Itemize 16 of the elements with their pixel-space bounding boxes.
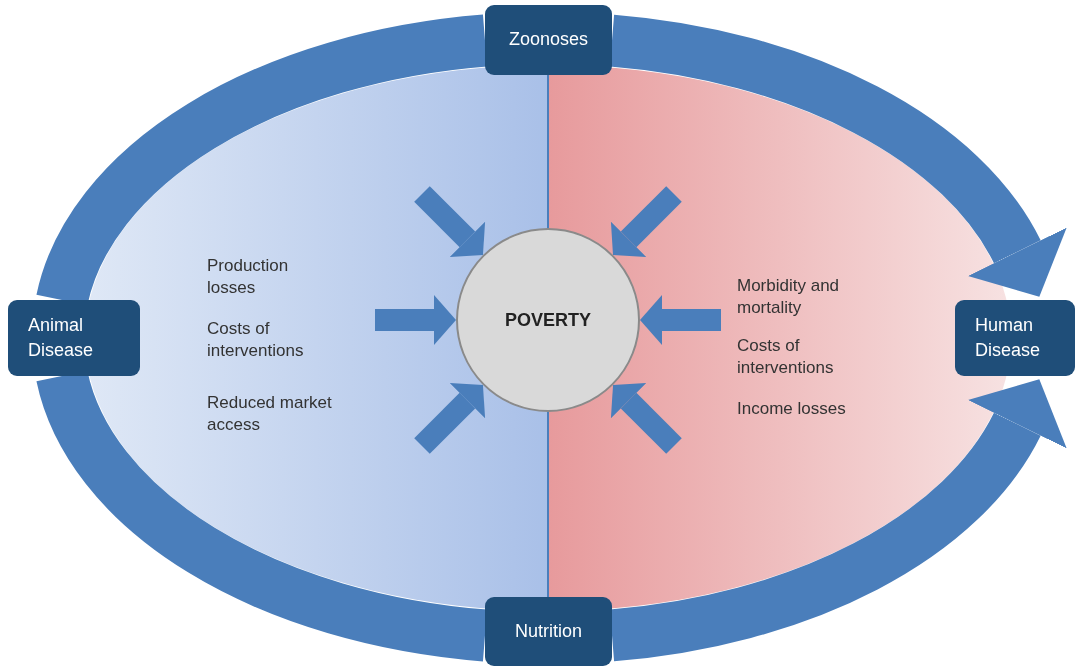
text-label: Reduced market access [207, 392, 333, 437]
topic-box: Zoonoses [485, 5, 612, 75]
text-label: Costs of interventions [737, 335, 835, 380]
block-arrow [610, 382, 682, 454]
topic-box: Nutrition [485, 597, 612, 666]
text-label: Production losses [207, 255, 290, 300]
block-arrow [414, 186, 486, 258]
block-arrow [610, 186, 682, 258]
block-arrow [640, 295, 721, 345]
text-label: Costs of interventions [207, 318, 305, 363]
text-label: Morbidity and mortality [737, 275, 841, 320]
block-arrow [375, 295, 456, 345]
block-arrow [414, 382, 486, 454]
text-label: Income losses [737, 398, 847, 420]
topic-box: Human Disease [955, 300, 1075, 376]
topic-box: Animal Disease [8, 300, 140, 376]
